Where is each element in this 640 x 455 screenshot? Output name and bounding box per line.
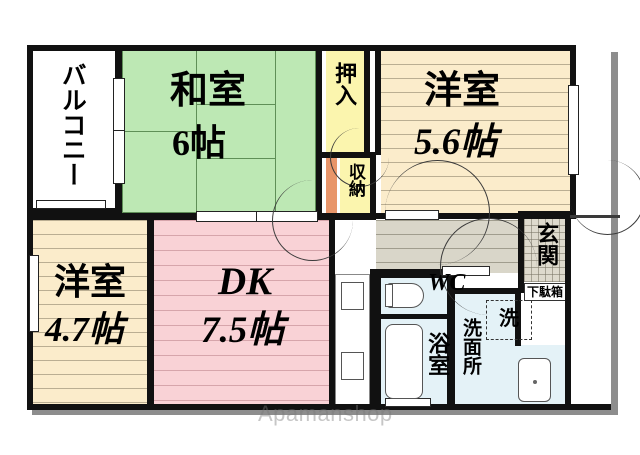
label-genkan: 玄関 — [534, 222, 560, 266]
exterior-wall-top — [27, 45, 576, 51]
label-yokushitsu: 浴室 — [425, 332, 451, 376]
label-senmenjo: 洗面所 — [459, 318, 481, 375]
label-dk-size: 7.5帖 — [201, 310, 285, 351]
toilet-tank — [385, 284, 393, 307]
room-yoshitsu-47 — [32, 220, 147, 405]
washing-machine-slot — [486, 300, 532, 340]
label-balcony: バルコニー — [58, 62, 86, 187]
balcony-railing — [36, 200, 106, 209]
door-hallway-dk[interactable] — [442, 266, 490, 276]
door-swing-genkan — [570, 160, 640, 235]
label-washitsu-name: 和室 — [170, 70, 247, 112]
wall-balcony-bottom — [27, 208, 122, 214]
label-shuno: 収納 — [345, 163, 365, 197]
wall-wc-bath-divider — [381, 314, 455, 319]
label-washitsu-size: 6帖 — [172, 123, 227, 163]
label-dk-name: DK — [218, 260, 273, 303]
door-swing-yoshitsu-56 — [385, 160, 490, 265]
plan-drop-shadow — [32, 408, 618, 415]
bathtub — [385, 324, 423, 399]
sliding-door-balcony[interactable] — [113, 78, 125, 132]
label-yoshitsu47-name: 洋室 — [54, 262, 127, 302]
room-balcony — [32, 50, 115, 214]
label-yoshitsu56-size: 5.6帖 — [414, 122, 498, 163]
watermark: Apamanshop — [258, 401, 393, 426]
window-yoshitsu-47 — [29, 255, 39, 332]
entry-door-leaf[interactable] — [570, 215, 620, 218]
wall-bath-right — [447, 277, 455, 406]
label-getabako: 下駄箱 — [527, 285, 564, 299]
wall-washitsu-right — [316, 45, 322, 220]
sliding-door-washitsu-dk[interactable] — [196, 211, 258, 222]
kitchen-sink — [341, 282, 364, 310]
wall-dk-right — [329, 216, 335, 406]
wall-yoshitsu56-left — [375, 45, 381, 155]
wall-washroom-right — [515, 288, 521, 346]
exterior-wall-right-lower — [565, 216, 571, 410]
door-swing-dk — [272, 180, 353, 261]
wall-service-block-left — [370, 273, 381, 405]
hallway-lower — [376, 220, 384, 273]
wall-yoshitsu47-dk — [147, 216, 154, 406]
exterior-wall-left — [27, 45, 33, 410]
label-sentakuki: 洗 — [499, 308, 519, 330]
tatami-mat — [196, 158, 276, 213]
label-oshiire: 押入 — [332, 62, 358, 106]
label-yoshitsu47-size: 4.7帖 — [45, 310, 124, 349]
door-swing-shuno — [330, 128, 389, 187]
vanity-drain — [533, 380, 537, 384]
door-swing-hallway — [440, 218, 537, 315]
wall-shuno-right — [370, 152, 376, 220]
label-wc: WC — [428, 270, 466, 296]
label-yoshitsu56-name: 洋室 — [424, 70, 501, 112]
kitchen-stove — [341, 352, 364, 380]
toilet-bowl — [387, 283, 424, 308]
wall-service-block-top — [370, 269, 455, 278]
sliding-door-balcony-2[interactable] — [113, 130, 125, 184]
wall-oshiire-right — [364, 45, 370, 155]
window-yoshitsu-56 — [568, 85, 579, 175]
exterior-wall-bottom — [27, 404, 611, 410]
wall-hall-top-right — [518, 216, 524, 222]
